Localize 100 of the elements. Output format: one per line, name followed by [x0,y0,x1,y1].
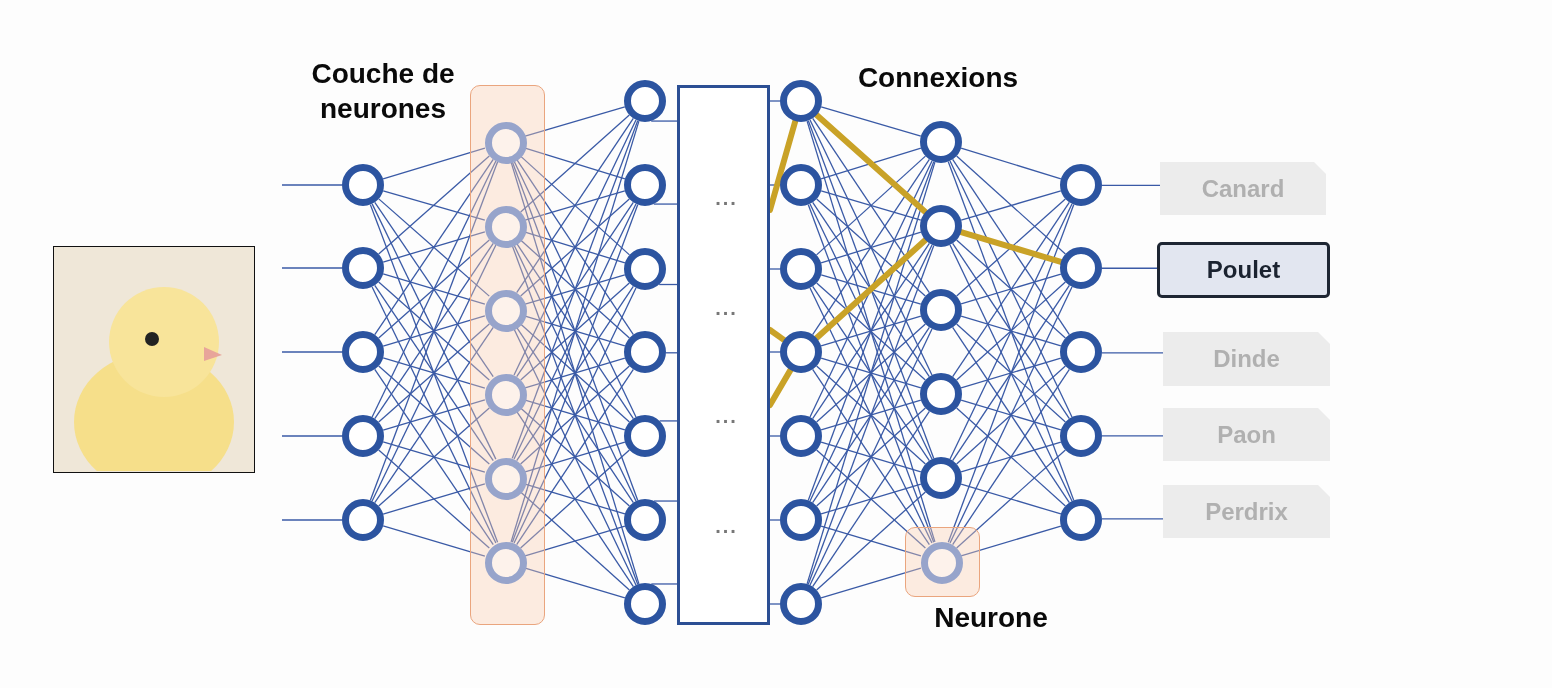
connection-line [658,420,678,422]
connection-line [519,155,631,256]
class-label: Canard [1160,162,1326,215]
connection-line [769,603,781,605]
neuron-circle [624,331,666,373]
connection-line [524,190,626,221]
hidden-layers-panel [677,85,770,625]
connection-line [524,315,626,347]
connection-line [378,365,490,465]
neuron-circle [1060,331,1102,373]
connection-line [952,284,1070,462]
neuron-circle [780,499,822,541]
connection-line [650,120,678,122]
connection-line [510,161,640,585]
connection-line [520,114,630,213]
neuron-circle [1060,164,1102,206]
connection-line [513,119,637,376]
connection-line [952,242,1070,420]
connection-line [949,244,1073,502]
connection-line [382,273,486,305]
neuron-circle [780,248,822,290]
layer-caption: Neurone [933,601,1049,635]
connection-line [374,201,494,378]
connection-line [519,407,631,507]
connection-line [524,147,626,180]
connection-line [281,351,343,353]
connection-line [955,155,1067,255]
connection-line [947,161,1075,501]
neuron-circle [342,499,384,541]
connection-line [769,435,781,437]
connection-line [519,323,631,423]
neuron-circle [780,583,822,625]
neuron-circle [920,205,962,247]
neuron-circle [624,80,666,122]
connection-line [807,204,935,543]
highlighted-connection [958,229,1064,265]
connection-line [960,483,1062,515]
connection-line [769,519,781,521]
connection-line [371,160,497,418]
neuron-circle [920,457,962,499]
connection-line [511,161,639,501]
connection-line [519,491,631,591]
connection-line [378,198,490,297]
connection-line [371,286,497,544]
connection-line [382,483,486,515]
connection-line [812,117,930,294]
connection-line [815,365,927,465]
ellipsis-text: ... [714,404,739,429]
connection-line [511,245,639,585]
ellipsis-text: ... [714,186,739,211]
connection-line [960,315,1062,347]
neuron-circle [780,80,822,122]
class-label: Dinde [1163,332,1330,386]
connection-line [809,244,933,502]
connection-line [955,239,1067,339]
connection-line [820,190,922,221]
connection-line [820,106,922,137]
neuron-circle [342,331,384,373]
connection-line [769,268,781,270]
connection-line [812,158,930,336]
connection-line [378,407,490,507]
neuron-circle [485,206,527,248]
connection-line [812,242,930,420]
connection-line [516,410,634,588]
connection-line [955,323,1067,423]
connection-line [769,100,781,102]
connection-line [1101,435,1164,437]
connection-line [949,203,1073,460]
neuron-circle [780,415,822,457]
connection-line [519,239,631,339]
connection-line [378,323,490,423]
connection-line [812,201,930,378]
connection-line [382,231,486,263]
connection-line [816,198,926,297]
connection-line [369,204,499,543]
ellipsis-text: ... [714,514,739,539]
connection-line [812,326,930,504]
connection-line [816,282,926,381]
connection-line [955,449,1067,549]
class-label: Paon [1163,408,1330,461]
connection-line [524,525,626,557]
neuron-circle [624,499,666,541]
connection-line [511,120,639,459]
connection-line [947,204,1075,543]
connection-line [516,158,634,336]
connection-line [960,273,1062,305]
connection-line [809,119,933,376]
neuron-circle [485,290,527,332]
neuron-circle [485,458,527,500]
connection-line [524,106,626,137]
connection-line [524,231,626,264]
connection-line [510,120,640,543]
connection-line [382,147,486,180]
neuron-circle [920,373,962,415]
connection-line [949,160,1073,418]
connection-line [949,286,1073,544]
connection-line [820,441,922,473]
connection-line [371,203,497,460]
connection-line [374,284,494,462]
connection-line [820,147,922,180]
